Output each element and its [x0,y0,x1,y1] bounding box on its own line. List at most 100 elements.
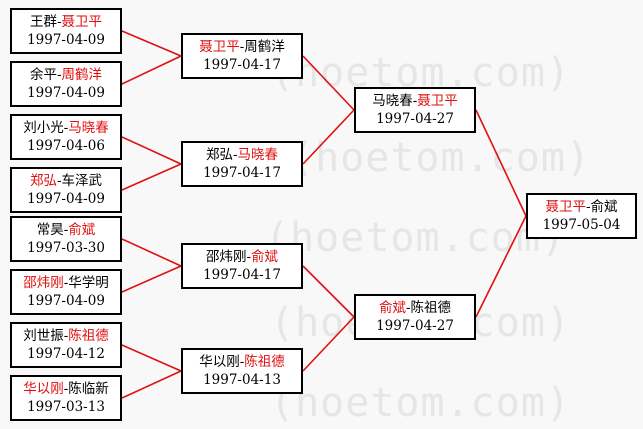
player-name: 常昊 [36,222,64,238]
match-players: 刘小光-马晓春 [12,119,120,137]
winner-name: 马晓春 [237,147,279,163]
connector-line-r3-1-r4-1 [475,109,527,217]
watermark-text: (hoetom.com) [270,380,571,426]
connector-line-r1-5-r2-3 [121,238,182,267]
match-players: 华以刚-陈祖德 [183,353,301,371]
player-name: 刘小光 [23,120,64,136]
match-players: 郑弘-车泽武 [12,172,120,190]
connector-line-r1-1-r2-1 [121,30,182,57]
match-players: 聂卫平-周鹤洋 [183,38,301,56]
player-name: 俞斌 [590,199,618,215]
winner-name: 聂卫平 [545,199,586,215]
vs-separator: - [56,173,62,189]
match-players: 王群-聂卫平 [12,13,120,31]
connector-line-r1-7-r2-4 [121,344,182,372]
vs-separator: - [246,249,252,265]
match-date: 1997-04-09 [27,85,105,101]
vs-separator: - [63,381,69,397]
match-date: 1997-04-17 [203,267,281,283]
player-name: 王群 [29,14,57,30]
winner-name: 俞斌 [251,249,279,265]
match-players: 郑弘-马晓春 [183,146,301,164]
match-players: 邵炜刚-华学明 [12,274,120,292]
match-players: 聂卫平-俞斌 [528,198,635,216]
player-name: 周鹤洋 [244,39,285,55]
match-players: 余平-周鹤洋 [12,66,120,84]
vs-separator: - [63,328,69,344]
vs-separator: - [239,354,245,370]
vs-separator: - [63,275,69,291]
winner-name: 俞斌 [68,222,96,238]
vs-separator: - [56,67,62,83]
winner-name: 郑弘 [29,173,57,189]
match-players: 马晓春-聂卫平 [356,92,474,110]
match-date: 1997-04-12 [27,346,105,362]
winner-name: 周鹤洋 [61,67,103,83]
player-name: 郑弘 [205,147,233,163]
vs-separator: - [412,93,418,109]
winner-name: 陈祖德 [68,328,109,344]
match-players: 邵炜刚-俞斌 [183,248,301,266]
winner-name: 聂卫平 [61,14,103,30]
match-date: 1997-04-17 [203,57,281,73]
player-name: 华以刚 [199,354,240,370]
match-date: 1997-04-09 [27,191,105,207]
match-date: 1997-04-09 [27,293,105,309]
connector-line-r2-3-r3-2 [302,265,355,318]
connector-line-r1-3-r2-2 [121,136,182,165]
match-date: 1997-04-06 [27,138,105,154]
match-date: 1997-03-13 [27,399,105,415]
vs-separator: - [56,14,62,30]
match-players: 刘世振-陈祖德 [12,327,120,345]
connector-line-r2-4-r3-2 [302,316,355,372]
connector-line-r1-2-r2-1 [121,55,182,85]
match-players: 常昊-俞斌 [12,221,120,239]
player-name: 余平 [29,67,57,83]
match-date: 1997-03-30 [27,240,105,256]
match-date: 1997-04-17 [203,165,281,181]
player-name: 华学明 [68,275,109,291]
player-name: 刘世振 [23,328,64,344]
winner-name: 聂卫平 [199,39,240,55]
vs-separator: - [232,147,238,163]
connector-line-r3-2-r4-1 [475,215,527,318]
vs-separator: - [585,199,591,215]
player-name: 陈临新 [68,381,109,397]
winner-name: 俞斌 [378,300,406,316]
connector-line-r1-4-r2-2 [121,163,182,191]
winner-name: 华以刚 [23,381,64,397]
player-name: 陈祖德 [410,300,452,316]
winner-name: 邵炜刚 [23,275,64,291]
match-date: 1997-05-04 [542,217,621,233]
match-date: 1997-04-27 [376,318,454,334]
connector-line-r2-2-r3-1 [302,109,355,165]
player-name: 邵炜刚 [205,249,247,265]
match-players: 俞斌-陈祖德 [356,299,474,317]
match-date: 1997-04-27 [376,111,454,127]
match-players: 华以刚-陈临新 [12,380,120,398]
vs-separator: - [63,222,69,238]
player-name: 马晓春 [372,93,413,109]
watermark-text: (hoetom.com) [290,135,591,181]
player-name: 车泽武 [61,173,103,189]
match-date: 1997-04-09 [27,32,105,48]
winner-name: 聂卫平 [417,93,458,109]
connector-line-r1-8-r2-4 [121,370,182,399]
vs-separator: - [63,120,69,136]
vs-separator: - [405,300,411,316]
